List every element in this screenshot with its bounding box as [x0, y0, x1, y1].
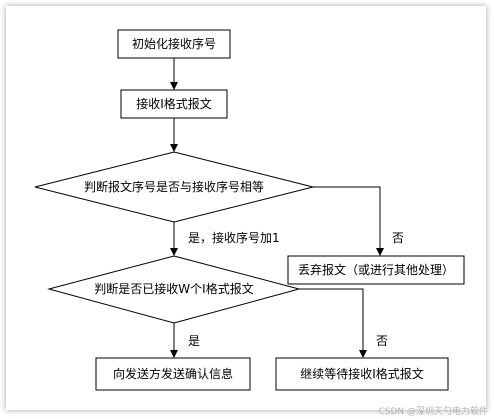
edge-label-seq-yes: 是，接收序号加1	[188, 230, 280, 245]
send-ack-box	[95, 357, 251, 391]
discard-box	[287, 255, 465, 285]
check-seq-label: 判断报文序号是否与接收序号相等	[84, 179, 264, 194]
edge-label-seq-no: 否	[392, 231, 404, 245]
edge-check-seq-discard	[313, 186, 384, 256]
receive-label: 接收I格式报文	[136, 96, 212, 111]
init-label: 初始化接收序号	[132, 36, 216, 51]
diagram-frame	[6, 6, 486, 410]
watermark: CSDN @深圳天勺电力软件	[378, 407, 488, 417]
receive-box	[120, 89, 228, 119]
continue-wait-box	[275, 357, 449, 391]
send-ack-label: 向发送方发送确认信息	[113, 366, 233, 381]
edge-label-w-yes: 是	[188, 334, 200, 348]
check-w-label: 判断是否已接收W个I格式报文	[94, 281, 253, 296]
continue-wait-label: 继续等待接收I格式报文	[300, 366, 424, 381]
discard-label: 丢弃报文（或进行其他处理）	[298, 262, 454, 277]
edge-check-w-continue	[299, 288, 367, 358]
init-box	[117, 29, 231, 59]
edge-label-w-no: 否	[376, 334, 388, 348]
